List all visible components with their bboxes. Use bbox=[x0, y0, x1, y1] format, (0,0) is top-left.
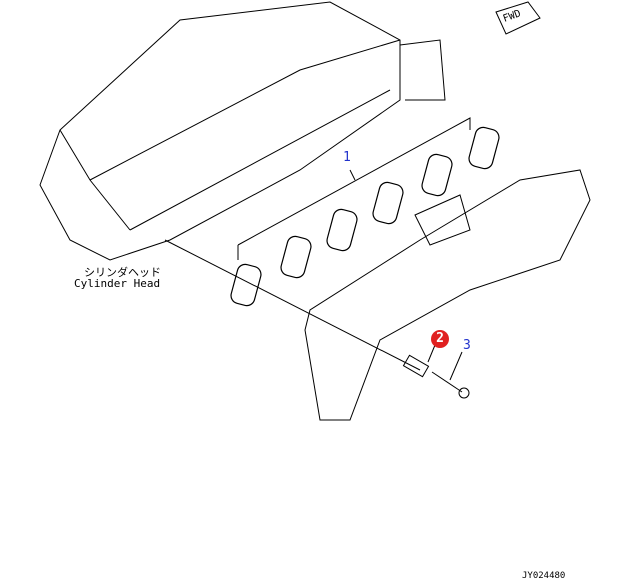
cylinder-head-label-jp: シリンダヘッド bbox=[84, 266, 161, 279]
callout-3-bolt: 3 bbox=[463, 338, 471, 353]
gasket-set-drawing bbox=[230, 117, 500, 307]
cylinder-head-label-en: Cylinder Head bbox=[74, 277, 161, 290]
cylinder-head-drawing bbox=[39, 1, 446, 261]
fwd-arrow-icon bbox=[495, 1, 541, 35]
drawing-code: JY024480 bbox=[522, 571, 566, 581]
callout-1-gasket: 1 bbox=[343, 150, 351, 165]
spacer-drawing bbox=[402, 354, 430, 378]
callout-2-spacer: 2 bbox=[431, 330, 449, 348]
bolt-drawing bbox=[431, 371, 470, 399]
leader-lines bbox=[164, 239, 463, 381]
exhaust-manifold-drawing bbox=[304, 169, 591, 421]
